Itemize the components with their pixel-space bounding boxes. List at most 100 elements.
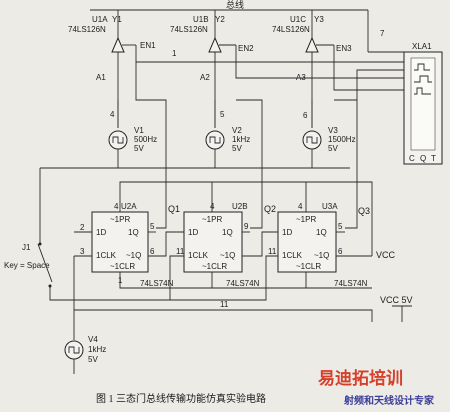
flipflop-ref: U2B [232, 202, 248, 211]
net-number: 5 [220, 110, 225, 119]
buffer-u1b: U1B Y2 74LS126N EN2 A2 [170, 10, 254, 128]
source-freq: 500Hz [134, 135, 157, 144]
analyzer-ref: XLA1 [412, 42, 432, 51]
flipflop-u2a: 4 U2A ~1PR 1D 1Q 1CLK ~1Q ~1CLR 74LS74N [91, 202, 174, 288]
net-number: 9 [244, 222, 249, 231]
source-freq: 1500Hz [328, 135, 356, 144]
flipflop-pin-nq: ~1Q [220, 251, 235, 260]
switch-label: Key = Space [4, 261, 50, 270]
buffer-enable-label: EN3 [336, 44, 352, 53]
buffer-output-label: Y3 [314, 15, 324, 24]
buffer-ref: U1C [290, 15, 306, 24]
analyzer-pin-t: T [431, 154, 436, 163]
flipflop-pin-clr: ~1CLR [202, 262, 227, 271]
source-v3: V3 1500Hz 5V 6 [302, 100, 356, 168]
flipflop-pin-pr: ~1PR [110, 215, 130, 224]
source-freq: 1kHz [232, 135, 250, 144]
flipflop-pin-pr: ~1PR [202, 215, 222, 224]
net-number: 5 [338, 222, 343, 231]
net-number: 2 [80, 223, 85, 232]
flipflop-pin-top: 4 [114, 202, 119, 211]
net-number: 1 [172, 49, 177, 58]
flipflop-pin-clr: ~1CLR [110, 262, 135, 271]
watermark-sub: 射频和天线设计专家 [343, 394, 435, 407]
flipflop-pin-nq: ~1Q [314, 251, 329, 260]
net-number: 11 [268, 247, 277, 256]
source-amp: 5V [88, 355, 98, 364]
flipflop-body [183, 211, 243, 273]
switch-ref: J1 [22, 243, 31, 252]
logic-analyzer-xla1: XLA1 C Q T [403, 42, 443, 165]
flipflop-pin-top: 4 [298, 202, 303, 211]
buffer-part: 74LS126N [68, 25, 106, 34]
watermark: 易迪拓培训 射频和天线设计专家 [318, 368, 435, 407]
flipflop-pin-d: 1D [282, 228, 292, 237]
flipflop-pin-nq: ~1Q [126, 251, 141, 260]
net-number: 11 [220, 300, 229, 309]
q1-label: Q1 [168, 204, 180, 214]
bus-label: 总线 [226, 0, 244, 10]
flipflop-ref: U2A [121, 202, 137, 211]
source-freq: 1kHz [88, 345, 106, 354]
source-ref: V2 [232, 126, 242, 135]
watermark-main: 易迪拓培训 [318, 368, 403, 389]
buffer-input-label: A2 [200, 73, 210, 82]
net-number: 6 [338, 247, 343, 256]
net-number: 1 [118, 276, 123, 285]
flipflop-body [277, 211, 337, 273]
flipflop-part: 74LS74N [140, 279, 174, 288]
vcc-label: VCC [376, 250, 396, 260]
buffer-ref: U1B [193, 15, 209, 24]
source-amp: 5V [232, 144, 242, 153]
vcc-5v-label: VCC 5V [380, 295, 413, 305]
flipflop-ref: U3A [322, 202, 338, 211]
buffer-part: 74LS126N [272, 25, 310, 34]
source-v4: V4 1kHz 5V [64, 335, 106, 374]
flipflop-pin-clk: 1CLK [188, 251, 209, 260]
buffer-input-label: A3 [296, 73, 306, 82]
flipflop-pin-d: 1D [96, 228, 106, 237]
source-v1: V1 500Hz 5V 4 [108, 100, 157, 168]
flipflop-pin-q: 1Q [222, 228, 233, 237]
flipflop-part: 74LS74N [226, 279, 260, 288]
source-ref: V1 [134, 126, 144, 135]
source-amp: 5V [134, 144, 144, 153]
buffer-input-label: A1 [96, 73, 106, 82]
switch-j1: J1 Key = Space [4, 168, 74, 301]
net-number: 11 [176, 247, 185, 256]
flipflop-u2b: 4 U2B ~1PR 1D 1Q 1CLK ~1Q ~1CLR 74LS74N [183, 202, 260, 288]
net-number: 4 [110, 110, 115, 119]
source-ref: V3 [328, 126, 338, 135]
buffer-enable-label: EN2 [238, 44, 254, 53]
figure-caption: 图 1 三态门总线传输功能仿真实验电路 [96, 392, 266, 405]
q2-label: Q2 [264, 204, 276, 214]
analyzer-pin-q: Q [420, 154, 426, 163]
flipflop-pin-pr: ~1PR [296, 215, 316, 224]
buffer-part: 74LS126N [170, 25, 208, 34]
buffer-enable-label: EN1 [140, 41, 156, 50]
flipflop-pin-clr: ~1CLR [296, 262, 321, 271]
source-amp: 5V [328, 144, 338, 153]
flipflop-pin-q: 1Q [128, 228, 139, 237]
buffer-u1a: U1A Y1 74LS126N EN1 A1 [68, 10, 156, 128]
net-number: 6 [303, 111, 308, 120]
buffer-ref: U1A [92, 15, 108, 24]
buffer-output-label: Y2 [215, 15, 225, 24]
q3-label: Q3 [358, 206, 370, 216]
flipflop-part: 74LS74N [334, 279, 368, 288]
flipflop-pin-clk: 1CLK [282, 251, 303, 260]
net-number: 3 [80, 247, 85, 256]
net-number: 7 [380, 29, 385, 38]
buffer-output-label: Y1 [112, 15, 122, 24]
net-number: 6 [150, 247, 155, 256]
flipflop-pin-top: 4 [210, 202, 215, 211]
flipflop-pin-d: 1D [188, 228, 198, 237]
flipflop-pin-clk: 1CLK [96, 251, 117, 260]
net-number: 5 [150, 222, 155, 231]
flipflop-pin-q: 1Q [316, 228, 327, 237]
source-ref: V4 [88, 335, 98, 344]
source-v2: V2 1kHz 5V 5 [205, 100, 250, 168]
flipflop-u3a: 4 U3A ~1PR 1D 1Q 1CLK ~1Q ~1CLR 74LS74N [277, 202, 368, 288]
